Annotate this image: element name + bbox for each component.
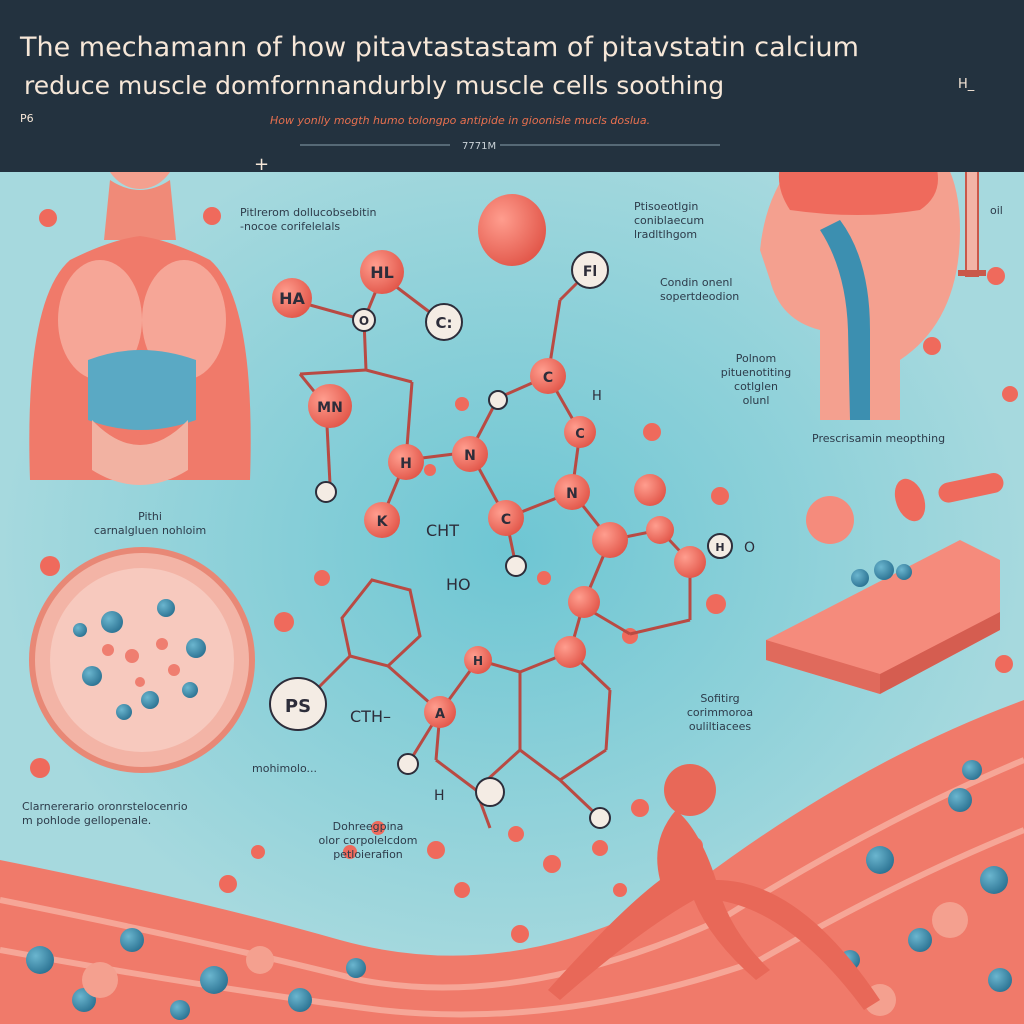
svg-text:CTH–: CTH– bbox=[350, 707, 391, 726]
svg-text:CHT: CHT bbox=[426, 521, 459, 540]
page-tag: P6 bbox=[20, 112, 34, 125]
atom-c3: C bbox=[488, 500, 524, 536]
atom-n1: N bbox=[452, 436, 488, 472]
svg-text:C: C bbox=[575, 427, 585, 442]
svg-text:PS: PS bbox=[285, 696, 311, 717]
atom-c5 bbox=[646, 516, 674, 544]
label-syringe: oil bbox=[990, 204, 1003, 217]
atom-c7 bbox=[568, 586, 600, 618]
label-body-top: Pitlrerom dollucobsebitin -nocoe corifel… bbox=[240, 206, 377, 233]
header-banner bbox=[0, 0, 1024, 172]
svg-text:C:: C: bbox=[435, 314, 452, 332]
svg-text:HL: HL bbox=[370, 263, 394, 282]
atom-o5 bbox=[589, 807, 611, 829]
muscle-tissue-band bbox=[0, 700, 1024, 1024]
atom-c4 bbox=[592, 522, 628, 558]
scale-label: 7771M bbox=[462, 141, 496, 152]
svg-text:O: O bbox=[744, 540, 755, 556]
subtitle: How yonlly mogth humo tolongpo antipide … bbox=[270, 114, 650, 127]
atom-n2: N bbox=[554, 474, 590, 510]
muscle-block-illustration bbox=[766, 473, 1004, 694]
svg-text:N: N bbox=[464, 448, 476, 464]
corner-tag: H_ bbox=[958, 77, 975, 92]
atom-k: K bbox=[364, 502, 400, 538]
label-right-top: Ptisoeotlgin coniblaecum lradltlhgom bbox=[634, 200, 705, 241]
label-bottom-mid: Dohreegpina olor corpolelcdom petloieraf… bbox=[318, 820, 418, 861]
atom-h1: H bbox=[388, 444, 424, 480]
svg-text:MN: MN bbox=[317, 400, 343, 416]
svg-text:H: H bbox=[400, 456, 412, 472]
atom-a1 bbox=[554, 636, 586, 668]
torso-anatomy-illustration bbox=[29, 101, 251, 485]
cell-cross-section bbox=[29, 547, 255, 773]
atom-o6 bbox=[315, 481, 337, 503]
svg-text:H: H bbox=[715, 541, 724, 554]
label-right-low: Sofitirg corimmoroa ouliltiacees bbox=[686, 692, 754, 733]
label-right-far: Prescrisamin meopthing bbox=[812, 432, 946, 445]
svg-text:C: C bbox=[543, 370, 553, 386]
atom-c1: C bbox=[530, 358, 566, 394]
svg-text:N: N bbox=[566, 486, 578, 502]
svg-text:H: H bbox=[473, 654, 483, 668]
atom-h2: H bbox=[464, 646, 492, 674]
atom-c: C: bbox=[425, 303, 463, 341]
atom-o7 bbox=[488, 390, 508, 410]
atom-fl: Fl bbox=[571, 251, 609, 289]
title-line-2: reduce muscle domfornnandurbly muscle ce… bbox=[24, 71, 724, 100]
svg-text:H: H bbox=[592, 389, 602, 404]
atom-h3: H bbox=[707, 533, 733, 559]
atom-nodes: HA HL C: Fl O MN H N C C N C K A H H PS … bbox=[269, 194, 755, 829]
label-cell-note: mohimolo... bbox=[252, 762, 318, 775]
atom-o1: O bbox=[352, 308, 376, 332]
atom-k2 bbox=[634, 474, 666, 506]
human-figure-illustration bbox=[548, 764, 880, 1010]
svg-text:Fl: Fl bbox=[583, 264, 597, 280]
atom-a2: A bbox=[424, 696, 456, 728]
svg-text:A: A bbox=[435, 707, 445, 722]
svg-text:O: O bbox=[359, 314, 369, 328]
label-right-mid2: Polnom pituenotiting cotlglen olunl bbox=[720, 352, 792, 407]
atom-ha: HA bbox=[272, 278, 312, 318]
svg-text:HA: HA bbox=[279, 289, 305, 308]
atom-o4 bbox=[475, 777, 505, 807]
svg-text:K: K bbox=[377, 514, 389, 530]
atom-mn: MN bbox=[308, 384, 352, 428]
plus-icon: + bbox=[254, 154, 269, 175]
title-line-1: The mechamann of how pitavtastastam of p… bbox=[19, 32, 859, 63]
atom-o3 bbox=[397, 753, 419, 775]
label-left-low: Clarnererario oronrstelocenrio m pohlode… bbox=[22, 800, 188, 827]
label-right-mid: Condin onenl sopertdeodion bbox=[660, 276, 740, 303]
atom-hl: HL bbox=[360, 250, 404, 294]
atom-o2 bbox=[505, 555, 527, 577]
svg-text:H: H bbox=[434, 788, 445, 804]
svg-text:HO: HO bbox=[446, 575, 471, 594]
atom-c2: C bbox=[564, 416, 596, 448]
label-left-mid: Pithi carnalgluen nohloim bbox=[93, 510, 207, 537]
atom-c6 bbox=[674, 546, 706, 578]
svg-text:C: C bbox=[501, 512, 511, 528]
